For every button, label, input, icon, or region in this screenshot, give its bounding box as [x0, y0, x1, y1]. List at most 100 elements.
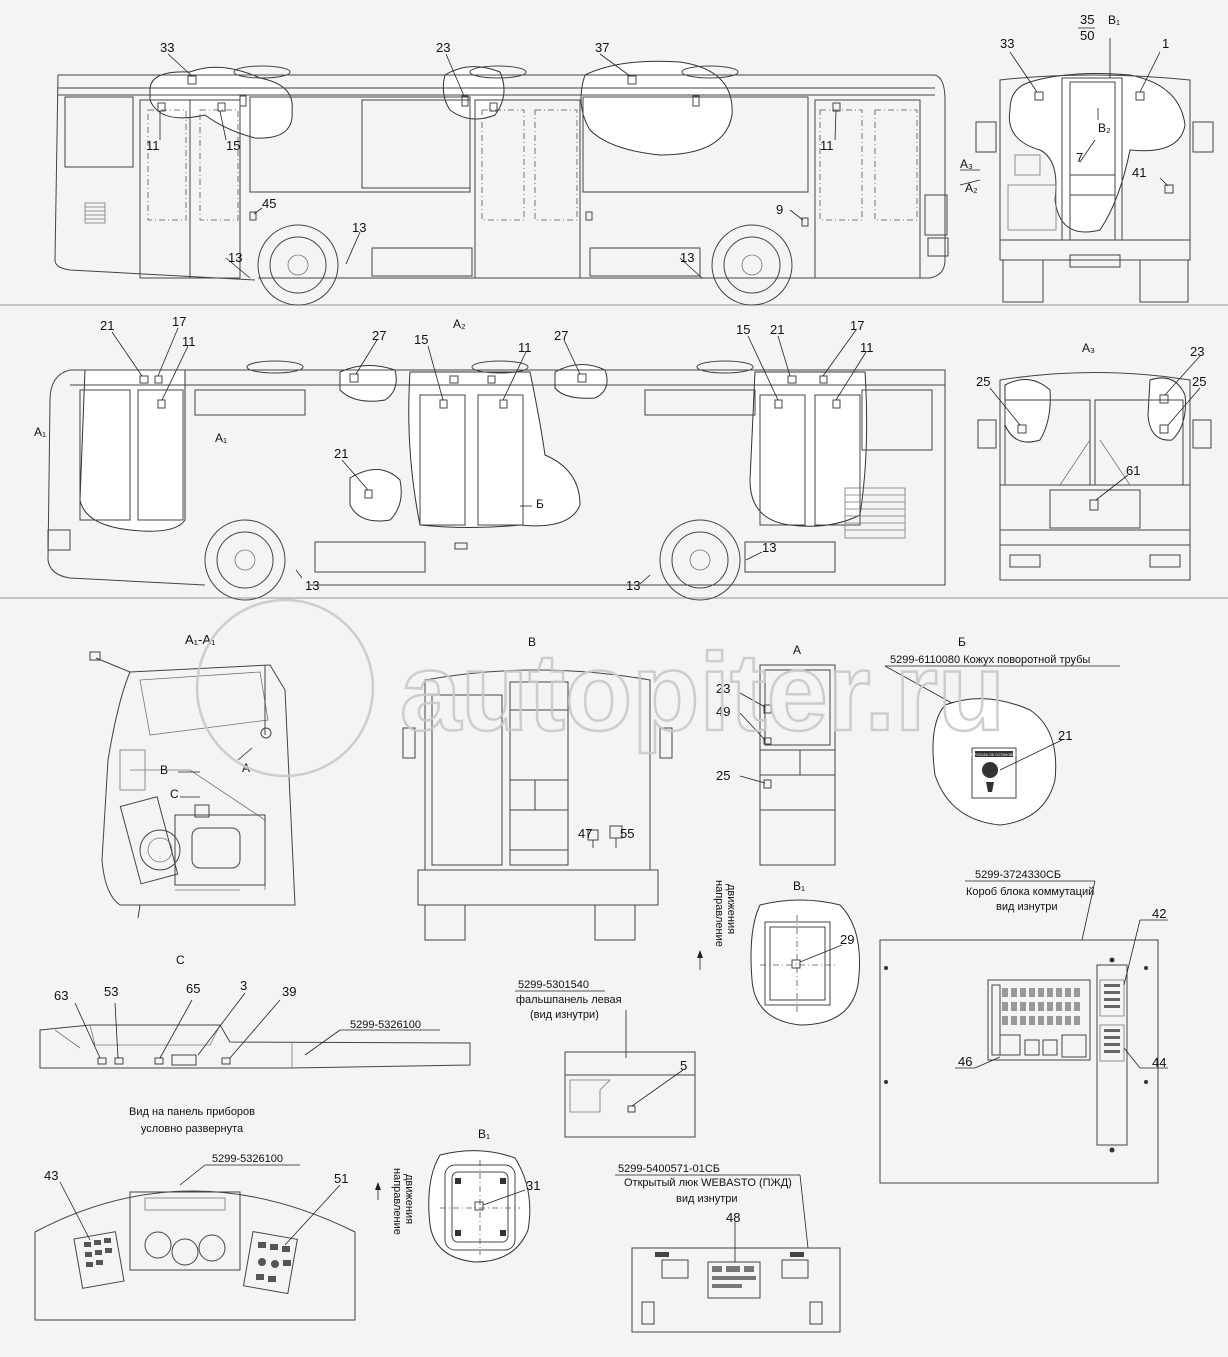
- callout: 44: [1152, 1055, 1166, 1070]
- view-label: A: [793, 643, 801, 657]
- callout: 11: [182, 334, 196, 349]
- callout: 1: [1162, 36, 1169, 51]
- callout: 33: [1000, 36, 1014, 51]
- view-label: B₁: [478, 1127, 490, 1141]
- callout: 7: [1076, 150, 1083, 165]
- callout: 61: [1126, 463, 1140, 478]
- callout: 21: [1058, 728, 1072, 743]
- caption: 5299-5301540: [518, 979, 589, 991]
- callout: 51: [334, 1171, 348, 1186]
- caption: вид изнутри: [996, 901, 1058, 913]
- caption: 5299-5326100: [212, 1153, 283, 1165]
- view-label: A₁: [34, 425, 46, 439]
- caption: 5299-6110080 Кожух поворотной трубы: [890, 654, 1090, 666]
- bus-rear-view-top: 33 35 50 B₁ 1 B₂ 7 41 A₃ A₂: [959, 12, 1214, 303]
- callout: 45: [262, 196, 276, 211]
- callout: 43: [44, 1168, 58, 1183]
- caption: Вид на панель приборов: [129, 1106, 255, 1118]
- callout: 21: [770, 322, 784, 337]
- callout: 17: [172, 314, 186, 329]
- callout: 11: [860, 340, 874, 355]
- view-label: B₂: [1098, 121, 1111, 135]
- view-label: B₁: [1108, 13, 1120, 27]
- callout: 21: [100, 318, 114, 333]
- callout: 55: [620, 826, 634, 841]
- callout: 29: [840, 932, 854, 947]
- view-label: A₁: [215, 431, 227, 445]
- caption: вид изнутри: [676, 1193, 738, 1205]
- callout: 13: [352, 220, 366, 235]
- watermark: autopiter.ru: [195, 598, 1006, 778]
- callout: 23: [436, 40, 450, 55]
- callout: 53: [104, 984, 118, 999]
- caption: направление: [713, 880, 725, 947]
- dashboard-unfolded: 5299-5326100 43 51: [34, 1153, 356, 1321]
- callout: 39: [282, 984, 296, 999]
- view-label: A₂: [453, 317, 466, 331]
- callout: 41: [1132, 165, 1146, 180]
- callout: 65: [186, 981, 200, 996]
- caption: 5299-3724330СБ: [975, 869, 1061, 881]
- callout: 11: [518, 340, 532, 355]
- callout: 13: [626, 578, 640, 593]
- caption: движения: [403, 1174, 415, 1224]
- view-b1-lower-hatch: B₁ 31 направление движения: [375, 1127, 540, 1263]
- callout: 13: [305, 578, 319, 593]
- ostanovka-label: ПРОСЬБА ОБ ОСТАНОВКЕ: [971, 753, 1017, 757]
- callout: 13: [680, 250, 694, 265]
- falshpanel-left: 5299-5301540 фальшпанель левая (вид изну…: [515, 979, 696, 1138]
- callout: 27: [372, 328, 386, 343]
- bus-front-view: A₃ 25 23 25 61: [976, 341, 1212, 581]
- callout: 3: [240, 978, 247, 993]
- view-c-panel: C 63 53 65 3 39 5299-5326100 Вид на пане…: [39, 953, 471, 1135]
- callout: 13: [762, 540, 776, 555]
- caption: Короб блока коммутаций: [966, 886, 1094, 898]
- view-b1-hatch: B₁ 29 направление движения: [697, 879, 861, 1026]
- view-label: B: [160, 763, 168, 777]
- callout: 21: [334, 446, 348, 461]
- callout: 49: [716, 704, 730, 719]
- caption: 5299-5400571-01СБ: [618, 1163, 720, 1175]
- callout: 25: [716, 768, 730, 783]
- bus-side-view-top: [54, 53, 949, 306]
- callout: 5: [680, 1058, 687, 1073]
- callout: 11: [146, 138, 160, 153]
- bus-side-view-bottom: 21 17 11 27 A₂ 15 11 27 15 21 17 11 21 A…: [34, 314, 946, 601]
- callout: 37: [595, 40, 609, 55]
- view-label: C: [176, 953, 185, 967]
- caption: (вид изнутри): [530, 1009, 599, 1021]
- callout: 48: [726, 1210, 740, 1225]
- callout: 42: [1152, 906, 1166, 921]
- caption: фальшпанель левая: [516, 994, 622, 1006]
- view-label: A₃: [960, 157, 973, 171]
- callout: 23: [1190, 344, 1204, 359]
- view-b-rear-interior: B 47 55: [402, 635, 673, 941]
- callout: 27: [554, 328, 568, 343]
- view-label: Б: [536, 497, 544, 511]
- watermark-text: autopiter.ru: [400, 631, 1005, 754]
- caption: Открытый люк WEBASTO (ПЖД): [624, 1177, 792, 1189]
- callout: 17: [850, 318, 864, 333]
- callout: 9: [776, 202, 783, 217]
- view-label: A₂: [965, 181, 978, 195]
- callout: 15: [736, 322, 750, 337]
- section-a1-cab: A₁-A₁ B C A: [89, 632, 296, 919]
- callouts-row1: 33 23 37 11 15 11 45 9 13 13 13: [146, 40, 834, 265]
- view-a-door: A 23 49 25: [716, 643, 836, 866]
- view-label: B₁: [793, 879, 805, 893]
- view-label: A₃: [1082, 341, 1095, 355]
- callout: 11: [820, 138, 834, 153]
- caption: движения: [725, 884, 737, 934]
- callout: 47: [578, 826, 592, 841]
- callout: 25: [1192, 374, 1206, 389]
- view-label: Б: [958, 635, 966, 649]
- webasto-hatch: 5299-5400571-01СБ Открытый люк WEBASTO (…: [615, 1163, 841, 1333]
- callout: 33: [160, 40, 174, 55]
- callout: 15: [414, 332, 428, 347]
- callout: 46: [958, 1054, 972, 1069]
- caption: 5299-5326100: [350, 1019, 421, 1031]
- caption: направление: [391, 1168, 403, 1235]
- callout: 31: [526, 1178, 540, 1193]
- view-b-kozhukh: Б 5299-6110080 Кожух поворотной трубы ПР…: [884, 635, 1120, 826]
